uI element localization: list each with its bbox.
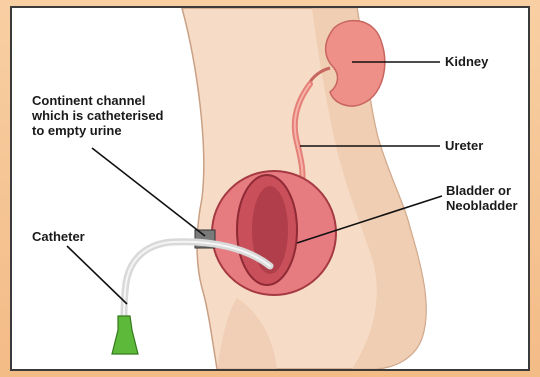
catheter-leader <box>67 246 127 304</box>
bladder-label: Bladder or Neobladder <box>446 183 518 213</box>
ureter-label: Ureter <box>445 138 483 153</box>
kidney-label: Kidney <box>445 54 488 69</box>
diagram-panel: Kidney Ureter Bladder or Neobladder Cont… <box>10 6 530 371</box>
channel-leader <box>92 148 205 236</box>
kidney-shape <box>326 21 385 106</box>
channel-label: Continent channel which is catheterised … <box>32 93 164 138</box>
catheter-label: Catheter <box>32 229 85 244</box>
catheter-tip <box>112 316 138 354</box>
